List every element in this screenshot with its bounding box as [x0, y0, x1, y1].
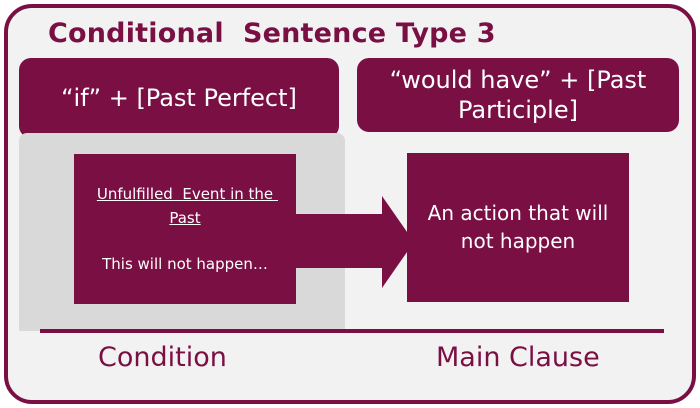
diagram-title: Conditional Sentence Type 3 [48, 18, 496, 49]
condition-box: Unfulfilled Event in the Past This will … [74, 154, 296, 304]
main-clause-header: “would have” + [Past Participle] [357, 58, 679, 132]
main-clause-header-text: “would have” + [Past Participle] [389, 66, 647, 124]
condition-label: Condition [98, 342, 227, 373]
arrow-icon [290, 196, 414, 288]
condition-box-note: This will not happen… [102, 255, 268, 273]
main-clause-label: Main Clause [436, 342, 600, 373]
if-clause-header-text: “if” + [Past Perfect] [61, 84, 297, 112]
arrow-shape [290, 196, 414, 288]
result-box-text: An action that will not happen [427, 201, 609, 253]
result-box: An action that will not happen [407, 153, 629, 302]
if-clause-header: “if” + [Past Perfect] [19, 58, 339, 138]
condition-box-heading: Unfulfilled Event in the Past [96, 185, 278, 227]
baseline-divider [40, 329, 664, 333]
